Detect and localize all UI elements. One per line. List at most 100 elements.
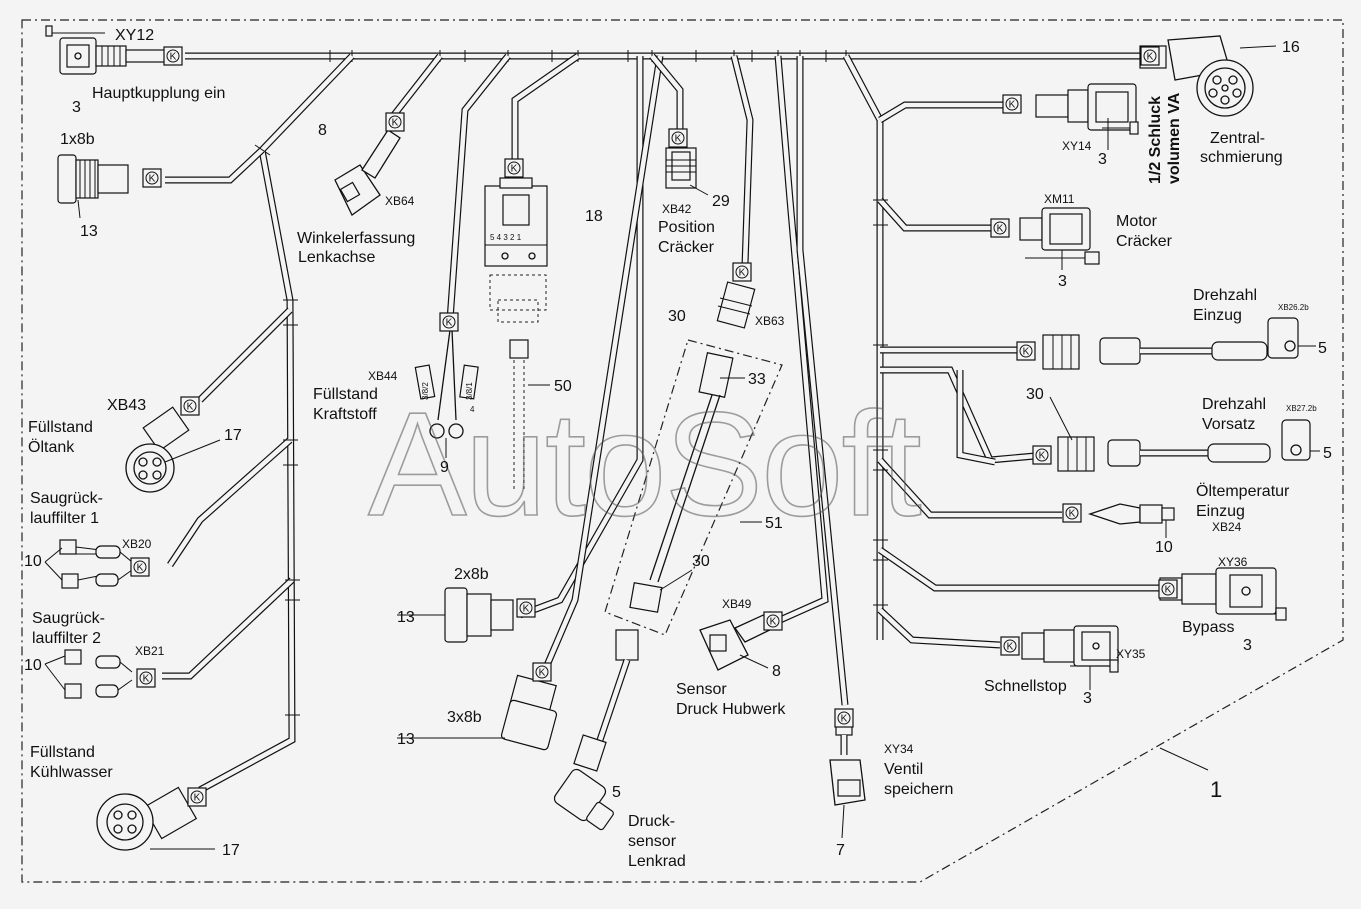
connector-xb44 xyxy=(414,329,479,458)
label-zentral2: schmierung xyxy=(1200,149,1283,166)
k-marker-letter: K xyxy=(1009,100,1016,111)
label-xb64: XB64 xyxy=(385,194,415,208)
k-marker-badge: K xyxy=(1158,579,1178,599)
k-marker-letter: K xyxy=(392,118,399,129)
connector-xb20 xyxy=(44,539,133,589)
label-xy36: XY36 xyxy=(1218,555,1248,569)
label-29: 29 xyxy=(712,193,730,210)
k-marker-badge: K xyxy=(834,708,854,728)
label-10b: 10 xyxy=(24,657,42,674)
label-xy14: XY14 xyxy=(1062,139,1092,153)
label-zentral1: Zentral- xyxy=(1210,130,1265,147)
k-marker-letter: K xyxy=(1039,451,1046,462)
label-pins: 5 4 3 2 1 xyxy=(490,233,522,242)
k-marker-badge: K xyxy=(516,598,536,618)
label-winkel2: Lenkachse xyxy=(298,249,375,266)
k-marker-badge: K xyxy=(187,787,207,807)
k-marker-badge: K xyxy=(163,46,183,66)
label-3a: 3 xyxy=(72,99,81,116)
k-marker-badge: K xyxy=(1140,46,1160,66)
label-xy12: XY12 xyxy=(115,27,154,44)
label-einzug1: Einzug xyxy=(1193,307,1242,324)
label-33: 33 xyxy=(748,371,766,388)
label-10c: 10 xyxy=(1155,539,1173,556)
label-saug2a: Saugrück- xyxy=(32,610,105,627)
k-marker-letter: K xyxy=(1147,52,1154,63)
label-xb63: XB63 xyxy=(755,314,785,328)
connector-xy14 xyxy=(1035,83,1139,150)
label-17b: 17 xyxy=(222,842,240,859)
k-marker-badge: K xyxy=(130,557,150,577)
label-fuell1b: Kraftstoff xyxy=(313,406,377,423)
k-marker-badge: K xyxy=(385,112,405,132)
k-marker-badge: K xyxy=(1062,503,1082,523)
label-30a: 30 xyxy=(668,308,686,325)
connector-3x8b xyxy=(397,674,558,751)
k-marker-badge: K xyxy=(1032,445,1052,465)
connector-xb64 xyxy=(334,129,401,216)
label-5c: 5 xyxy=(612,784,621,801)
label-xb43: XB43 xyxy=(107,397,146,414)
label-3e: 3 xyxy=(1083,690,1092,707)
connector-xy35 xyxy=(1021,625,1119,690)
label-hauptkupplung: Hauptkupplung ein xyxy=(92,85,225,102)
label-13b: 13 xyxy=(397,609,415,626)
k-marker-badge: K xyxy=(532,662,552,682)
k-marker-letter: K xyxy=(997,224,1004,235)
label-fuell3b: Kühlwasser xyxy=(30,764,113,781)
k-marker-badge: K xyxy=(1000,636,1020,656)
label-xb262b: XB26.2b xyxy=(1278,303,1309,312)
label-8a: 8 xyxy=(318,122,327,139)
connector-oeltemp xyxy=(1087,503,1175,538)
connector-kuehlwasser xyxy=(96,786,215,851)
label-13a: 13 xyxy=(80,223,98,240)
connector-xy12 xyxy=(45,25,167,75)
label-16: 16 xyxy=(1282,39,1300,56)
label-xy34: XY34 xyxy=(884,742,914,756)
label-xb24: XB24 xyxy=(1212,520,1242,534)
connector-xb63 xyxy=(716,281,756,329)
connector-druck-lenkrad xyxy=(553,629,639,831)
k-marker-letter: K xyxy=(137,563,144,574)
connector-xm11 xyxy=(1019,207,1100,270)
right-branch xyxy=(873,101,1160,649)
label-51: 51 xyxy=(765,515,783,532)
label-9: 9 xyxy=(440,459,449,476)
label-3x8b: 3x8b xyxy=(447,709,482,726)
label-5b: 5 xyxy=(1323,445,1332,462)
connector-18 xyxy=(484,177,550,490)
k-marker-letter: K xyxy=(446,318,453,329)
label-8b: 8 xyxy=(772,663,781,680)
k-marker-letter: K xyxy=(770,617,777,628)
k-marker-letter: K xyxy=(511,164,518,175)
label-position: Position xyxy=(658,219,715,236)
label-30b: 30 xyxy=(1026,386,1044,403)
label-3c: 3 xyxy=(1058,273,1067,290)
label-30c: 30 xyxy=(692,553,710,570)
label-fuell3a: Füllstand xyxy=(30,744,95,761)
subassembly-51 xyxy=(604,339,783,636)
center-branches xyxy=(387,53,884,706)
k-marker-letter: K xyxy=(1023,347,1030,358)
k-marker-letter: K xyxy=(841,714,848,725)
label-xb272b: XB27.2b xyxy=(1286,404,1317,413)
k-marker-badge: K xyxy=(504,158,524,178)
label-50: 50 xyxy=(554,378,572,395)
k-marker-letter: K xyxy=(187,402,194,413)
label-oeltemp1: Öltemperatur xyxy=(1196,482,1290,500)
label-cracker1: Cräcker xyxy=(658,239,715,256)
k-marker-letter: K xyxy=(170,52,177,63)
label-schluck1: 1/2 Schluck xyxy=(1147,96,1164,184)
k-marker-letter: K xyxy=(1069,509,1076,520)
k-marker-badge: K xyxy=(668,128,688,148)
k-marker-letter: K xyxy=(739,268,746,279)
label-t1: 3/8/1 xyxy=(465,382,474,400)
label-xb21: XB21 xyxy=(135,644,165,658)
label-sensor1: Sensor xyxy=(676,681,727,698)
k-marker-badge: K xyxy=(180,396,200,416)
label-ventil2: speichern xyxy=(884,781,953,798)
k-marker-badge: K xyxy=(763,611,783,631)
label-main-callout: 1 xyxy=(1210,777,1222,802)
